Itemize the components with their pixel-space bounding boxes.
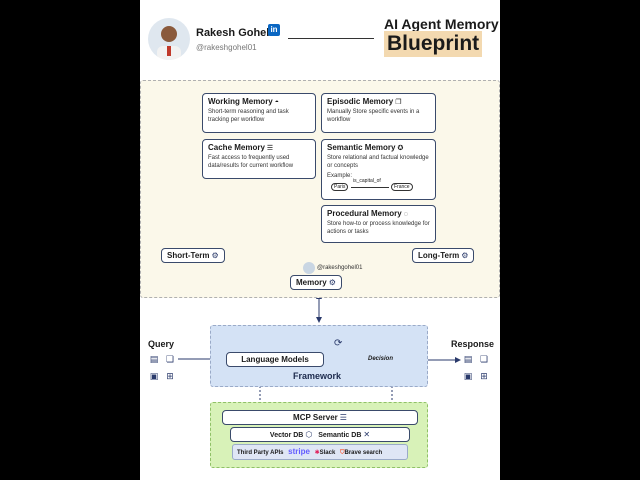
brave-icon: ⛉ — [340, 450, 345, 456]
long-term-pill[interactable]: Long-Term⚙ — [412, 248, 475, 263]
watermark-avatar — [303, 262, 315, 274]
cube-icon: ⬡ — [305, 430, 313, 439]
title-line-2: Blueprint — [384, 31, 483, 57]
query-icons-2: ▣ ⊞ — [148, 371, 176, 382]
spinner-icon: ◌ — [403, 211, 408, 218]
grid-icon: ⊞ — [480, 371, 488, 381]
procedural-memory-card: Procedural Memory◌ Store how-to or proce… — [321, 205, 436, 243]
response-icons-2: ▣ ⊞ — [462, 371, 490, 382]
procedural-memory-desc: Store how-to or process knowledge for ac… — [327, 221, 430, 235]
example-node-to: France — [391, 183, 413, 191]
episodic-memory-title: Episodic Memory❐ — [327, 97, 402, 106]
third-party-label: Third Party APIs — [237, 450, 284, 456]
person-icon — [157, 26, 181, 60]
third-party-bar: Third Party APIs stripe ✱Slack ⛉Brave se… — [232, 444, 408, 460]
gear-icon: ⚙ — [211, 251, 219, 260]
procedural-memory-title: Procedural Memory◌ — [327, 209, 408, 218]
example-node-from: Paris — [331, 183, 349, 191]
image-icon: ▣ — [149, 371, 159, 381]
slack-icon: ✱ — [314, 450, 320, 456]
query-label: Query — [148, 339, 175, 349]
copy-icon: ❐ — [395, 99, 402, 106]
image-icon: ▣ — [463, 371, 473, 381]
author-name: Rakesh Gohel — [196, 27, 270, 39]
working-memory-card: Working Memory◓ Short-term reasoning and… — [202, 93, 316, 133]
working-memory-desc: Short-term reasoning and task tracking p… — [208, 109, 289, 123]
document-icon: ❏ — [479, 354, 489, 364]
semantic-db-label: Semantic DB — [318, 432, 362, 439]
query-icons: ▤ ❏ — [148, 354, 176, 365]
memory-pill[interactable]: Memory⚙ — [290, 275, 342, 290]
star-icon: ✪ — [397, 145, 404, 152]
brain-icon: ◓ — [274, 99, 279, 106]
cache-memory-card: Cache Memory☰ Fast access to frequently … — [202, 139, 316, 179]
semantic-memory-title: Semantic Memory✪ — [327, 143, 404, 152]
vector-db-label: Vector DB — [269, 432, 304, 439]
slack-label: Slack — [319, 450, 336, 456]
author-avatar — [148, 18, 190, 60]
gear-icon: ⚙ — [461, 251, 469, 260]
brave-label: Brave search — [344, 450, 383, 456]
title-line-1: AI Agent Memory — [384, 16, 499, 32]
databases-box: Vector DB⬡ Semantic DB✕ — [230, 427, 410, 442]
refresh-icon: ⟳ — [334, 338, 343, 349]
linkedin-icon[interactable]: in — [268, 24, 280, 36]
example-edge-line — [351, 187, 389, 188]
working-memory-title: Working Memory◓ — [208, 97, 279, 106]
episodic-memory-card: Episodic Memory❐ Manually Store specific… — [321, 93, 436, 133]
grid-icon: ⊞ — [166, 371, 174, 381]
document-icon: ❏ — [165, 354, 175, 364]
server-icon: ☰ — [339, 413, 347, 422]
episodic-memory-desc: Manually Store specific events in a work… — [327, 109, 420, 123]
semantic-memory-card: Semantic Memory✪ Store relational and fa… — [321, 139, 436, 200]
response-label: Response — [451, 339, 495, 349]
author-handle: @rakeshgohel01 — [196, 43, 257, 52]
framework-label: Framework — [293, 371, 342, 381]
layers-icon: ☰ — [266, 145, 274, 152]
cache-memory-title: Cache Memory☰ — [208, 143, 274, 152]
blueprint-canvas: Rakesh Gohel in @rakeshgohel01 AI Agent … — [140, 0, 500, 480]
response-icons: ▤ ❏ — [462, 354, 490, 365]
semantic-memory-desc: Store relational and factual knowledge o… — [327, 155, 429, 169]
gear-icon: ⚙ — [328, 278, 336, 287]
chat-icon: ▤ — [149, 354, 159, 364]
cache-memory-desc: Fast access to frequently used data/resu… — [208, 155, 294, 169]
header-divider — [288, 38, 374, 39]
example-edge-label: is_capital_of — [353, 178, 381, 184]
semantic-example-label: Example: — [327, 173, 353, 179]
network-icon: ✕ — [363, 430, 371, 439]
mcp-server-box[interactable]: MCP Server☰ — [222, 410, 418, 425]
stripe-logo: stripe — [288, 447, 310, 456]
short-term-pill[interactable]: Short-Term⚙ — [161, 248, 225, 263]
semantic-example: Paris is_capital_of France — [327, 178, 430, 191]
watermark-handle: @rakeshgohel01 — [317, 265, 363, 271]
decision-label: Decision — [368, 356, 394, 362]
chat-icon: ▤ — [463, 354, 473, 364]
language-models-box[interactable]: Language Models — [226, 352, 324, 367]
